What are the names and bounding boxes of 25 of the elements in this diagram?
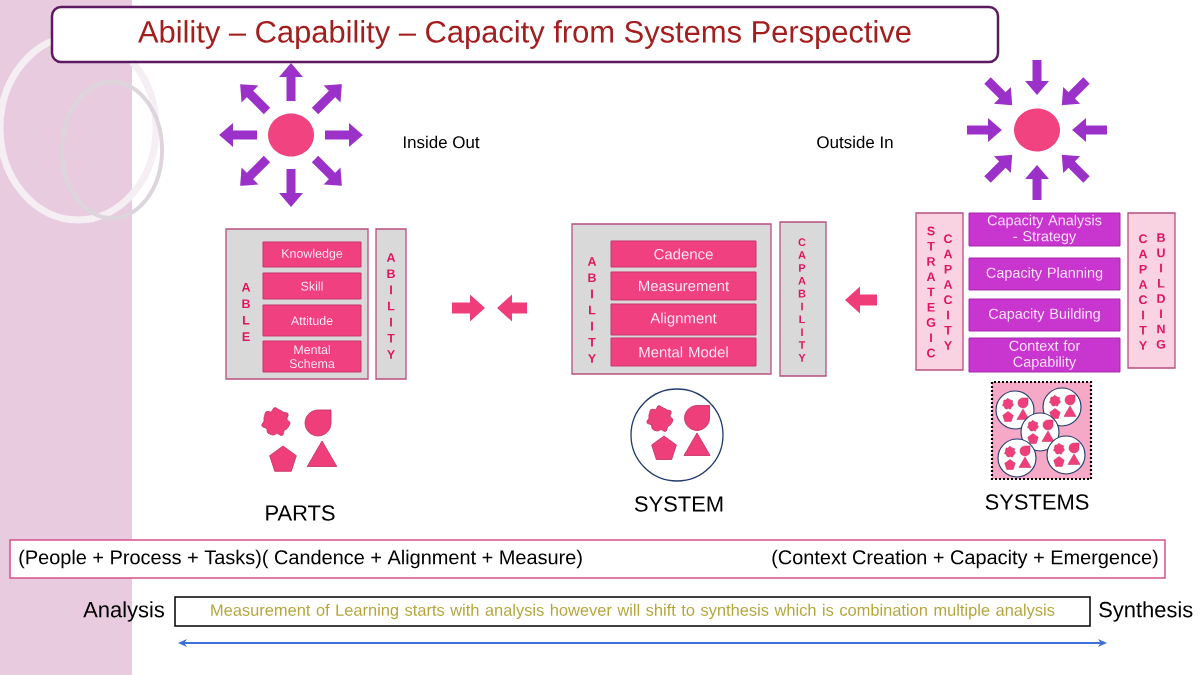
item-box: Cadence — [610, 240, 757, 268]
formula-box: (People + Process + Tasks)( Candence + Alignment + Measure) (Context Creation + Capacity + Emergence) — [9, 539, 1166, 579]
column-box: CAPACITY BUILDING — [1127, 212, 1176, 369]
scale-label: Synthesis — [1099, 601, 1193, 622]
column-box: ABILITY — [375, 228, 407, 380]
note-box: Measurement of Learning starts with analysis however will shift to synthesis which is combination multiple analysis — [174, 596, 1091, 627]
item-box: Knowledge — [262, 241, 362, 268]
caption-label: Inside Out — [403, 135, 480, 149]
column-box: STRATEGIC CAPACITY — [915, 212, 964, 371]
scale-label: Analysis — [83, 601, 164, 622]
item-box: Capacity Planning — [968, 257, 1121, 291]
item-box: Measurement — [610, 271, 757, 301]
caption-label: Outside In — [817, 135, 893, 149]
item-box: Mental Model — [610, 337, 757, 367]
item-box: Context for Capability — [968, 337, 1121, 373]
title-box: Ability – Capability – Capacity from Systems Perspective — [50, 5, 1000, 64]
section-label: SYSTEM — [634, 496, 723, 512]
section-label: SYSTEMS — [985, 494, 1089, 510]
item-box: Mental Schema — [262, 340, 362, 373]
item-box: Capacity Analysis - Strategy — [968, 212, 1121, 247]
item-box: Attitude — [262, 304, 362, 337]
item-box: Skill — [262, 272, 362, 300]
item-box: Alignment — [610, 303, 757, 336]
item-box: Capacity Building — [968, 298, 1121, 332]
column-box: CAPABILITY — [779, 221, 827, 377]
